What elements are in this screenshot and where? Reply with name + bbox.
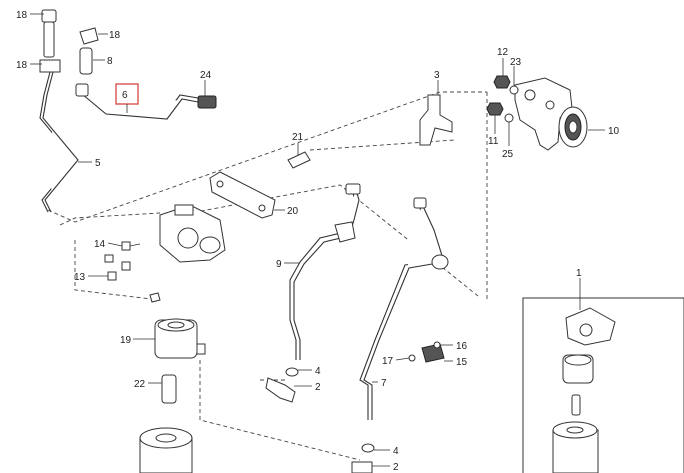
part-25-washer[interactable] (504, 113, 514, 123)
part-2-hose-lower[interactable] (351, 461, 373, 473)
part-20-gasket[interactable] (209, 171, 276, 219)
callout-17[interactable]: 17 (382, 356, 394, 367)
part-5-pipe[interactable] (39, 71, 79, 213)
callout-19[interactable]: 19 (120, 335, 132, 346)
part-21-sleeve[interactable] (287, 151, 311, 169)
callout-6[interactable]: 6 (122, 90, 128, 101)
part-7-pipe[interactable] (359, 197, 449, 420)
oil-filter-left[interactable] (139, 427, 193, 473)
part-18-stud-upper[interactable] (41, 9, 57, 58)
part-24-connector[interactable] (197, 95, 217, 109)
part-4-clamp-lower[interactable] (361, 443, 375, 453)
part-6-hose[interactable] (75, 83, 199, 120)
callout-9[interactable]: 9 (276, 259, 282, 270)
callout-5[interactable]: 5 (95, 158, 101, 169)
callout-23[interactable]: 23 (510, 57, 522, 68)
callout-24[interactable]: 24 (200, 70, 212, 81)
callout-18-top[interactable]: 18 (16, 10, 28, 21)
part-1-kit-box[interactable] (522, 297, 684, 473)
part-17-bolt[interactable] (408, 354, 416, 362)
callout-21[interactable]: 21 (292, 132, 304, 143)
callouts: 18 18 18 8 6 24 5 3 12 23 10 11 (16, 10, 620, 473)
part-22-nipple[interactable] (161, 374, 177, 404)
part-13-bolts[interactable] (104, 254, 131, 281)
part-15-clamp[interactable] (421, 343, 445, 363)
callout-11[interactable]: 11 (488, 136, 499, 147)
bolt-lower[interactable] (149, 292, 161, 303)
callout-16[interactable]: 16 (456, 341, 468, 352)
part-4-clamp-upper[interactable] (285, 367, 299, 377)
part-19-oil-cooler[interactable] (154, 318, 206, 359)
callout-1[interactable]: 1 (576, 268, 582, 279)
part-14-bolt[interactable] (121, 241, 141, 251)
callout-14[interactable]: 14 (94, 239, 106, 250)
callout-22[interactable]: 22 (134, 379, 146, 390)
part-11-nut[interactable] (486, 102, 504, 116)
callout-20[interactable]: 20 (287, 206, 299, 217)
callout-18-mid[interactable]: 18 (109, 30, 121, 41)
callout-15[interactable]: 15 (456, 357, 468, 368)
callout-4-lower[interactable]: 4 (393, 446, 399, 457)
part-9-pipe[interactable] (289, 183, 361, 360)
callout-8[interactable]: 8 (107, 56, 113, 67)
callout-2-upper[interactable]: 2 (315, 382, 321, 393)
part-18-fitting-upper-mid[interactable] (79, 27, 99, 45)
filter-head-housing[interactable] (159, 204, 226, 263)
part-3-hose[interactable] (419, 94, 453, 146)
callout-2-lower[interactable]: 2 (393, 462, 399, 473)
callout-25[interactable]: 25 (502, 149, 514, 160)
callout-4-upper[interactable]: 4 (315, 366, 321, 377)
callout-7[interactable]: 7 (381, 378, 387, 389)
part-10-pump-assembly[interactable] (514, 77, 588, 151)
part-23-washer[interactable] (509, 85, 519, 95)
callout-10[interactable]: 10 (608, 126, 620, 137)
part-2-hose-upper[interactable] (265, 377, 296, 403)
callout-12[interactable]: 12 (497, 47, 509, 58)
part-12-nut[interactable] (493, 75, 511, 89)
part-8-sleeve[interactable] (79, 47, 93, 75)
callout-3[interactable]: 3 (434, 70, 440, 81)
callout-13[interactable]: 13 (74, 272, 86, 283)
callout-18-left[interactable]: 18 (16, 60, 28, 71)
part-16-bolt[interactable] (433, 341, 441, 349)
part-18-fitting-left[interactable] (39, 59, 61, 73)
